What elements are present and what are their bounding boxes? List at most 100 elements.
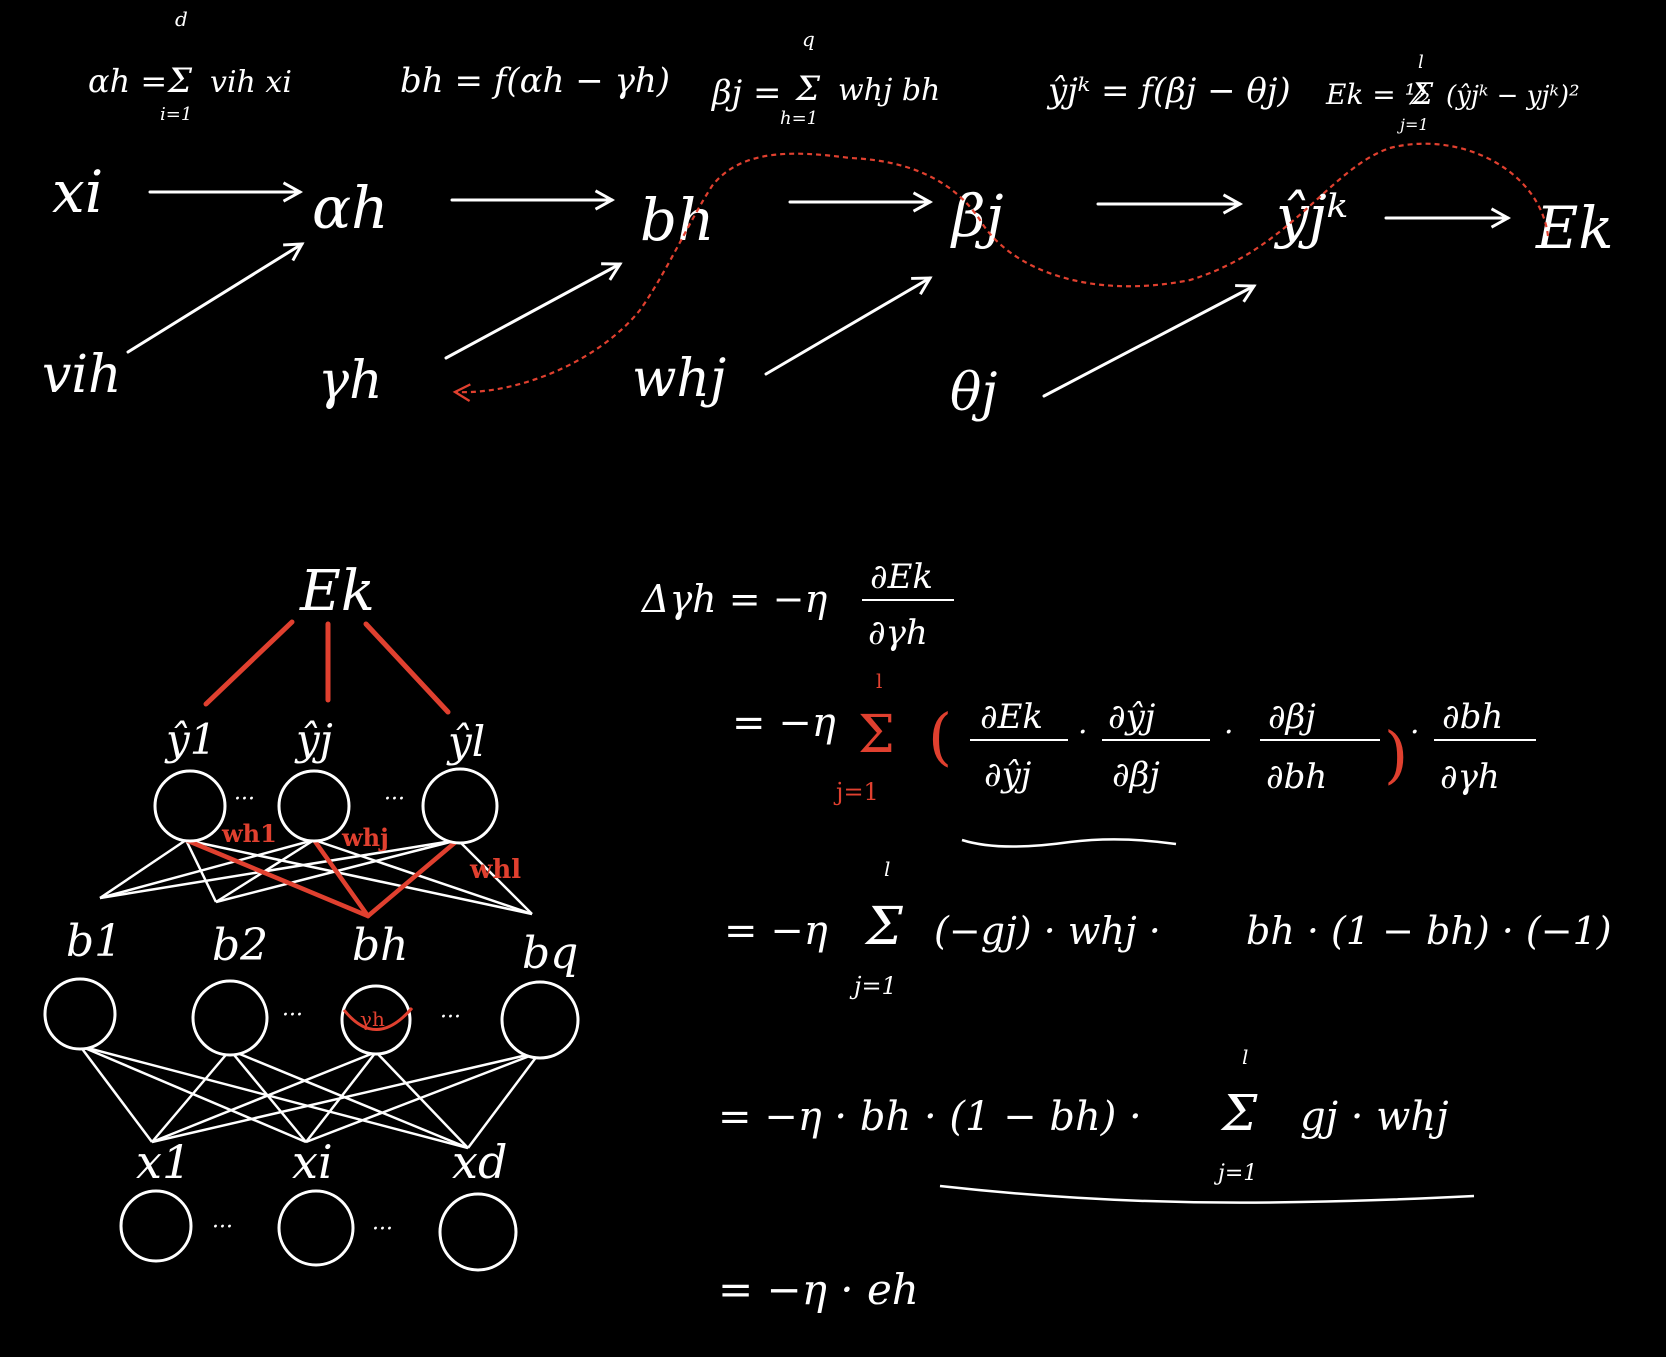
svg-text:∂ŷj: ∂ŷj (984, 755, 1032, 795)
derivation-line-3: = −η l Σ j=1 (−gj) · whj · bh · (1 − bh)… (724, 857, 1612, 1000)
formula-error: Ek = ½ l Σ j=1 (ŷjᵏ − yjᵏ)² (1325, 52, 1580, 134)
svg-text:l: l (884, 857, 890, 881)
svg-text:∂γh: ∂γh (1440, 757, 1500, 797)
svg-text:bh · (1 − bh) · (−1): bh · (1 − bh) · (−1) (1246, 909, 1612, 953)
svg-text:Δγh = −η: Δγh = −η (640, 577, 827, 621)
arrow-v-alpha (126, 242, 305, 354)
weight-label-j: whj (341, 823, 389, 852)
svg-text:= −η · bh · (1 − bh) ·: = −η · bh · (1 − bh) · (718, 1094, 1142, 1140)
hidden-label-1: b1 (66, 916, 122, 967)
input-label-d: xd (452, 1135, 507, 1189)
formula-alpha: αh = d Σ i=1 vih xi (88, 7, 292, 125)
node-b: bh (640, 186, 714, 254)
derivation-line-5: = −η · eh (718, 1265, 919, 1314)
input-dots-2: ··· (372, 1217, 393, 1242)
weight-label-1: wh1 (221, 819, 277, 848)
svg-text:Σ: Σ (166, 61, 193, 101)
svg-text:l: l (1418, 52, 1424, 73)
svg-text:j=1: j=1 (849, 972, 897, 1000)
svg-text:j=1: j=1 (833, 778, 879, 806)
net-error-label: Ek (299, 559, 375, 624)
svg-text:d: d (175, 7, 188, 31)
chain-diagram: xi αh bh βj ŷjᵏ Ek vih γh whj θj (42, 142, 1613, 423)
svg-text:∂βj: ∂βj (1268, 697, 1316, 737)
hidden-label-2: b2 (212, 920, 268, 971)
svg-text:vih xi: vih xi (210, 65, 292, 100)
hidden-node-q (500, 980, 580, 1060)
output-label-j: ŷj (294, 715, 333, 764)
error-link-1 (203, 619, 295, 707)
svg-text:(: ( (928, 700, 952, 773)
svg-text:·: · (1410, 715, 1420, 750)
node-v: vih (42, 345, 122, 405)
svg-text:Σ: Σ (1411, 77, 1434, 112)
weight-edge-j (311, 837, 371, 919)
derivation-line-2: = −η l Σ j=1 ( ∂Ek ∂ŷj · ∂ŷj ∂βj · ∂βj ∂… (732, 669, 1536, 848)
svg-text:l: l (876, 669, 882, 693)
node-theta: θj (950, 363, 997, 423)
svg-text:Σ: Σ (858, 705, 895, 765)
svg-text:αh =: αh = (88, 62, 167, 100)
input-dots-1: ··· (212, 1215, 233, 1240)
svg-text:∂Ek: ∂Ek (870, 557, 933, 597)
svg-text:·: · (1078, 715, 1088, 750)
svg-text:i=1: i=1 (160, 104, 192, 125)
backprop-path (452, 142, 1550, 403)
hidden-node-2 (191, 979, 269, 1057)
formula-beta: βj = q Σ h=1 whj bh (710, 27, 940, 129)
derivation-line-4: = −η · bh · (1 − bh) · l Σ j=1 gj · whj (718, 1045, 1475, 1204)
output-dots-1: ··· (234, 787, 255, 812)
svg-text:∂Ek: ∂Ek (980, 697, 1043, 737)
weight-edge-1 (183, 837, 371, 919)
underline-e (939, 1184, 1475, 1204)
svg-text:(ŷjᵏ − yjᵏ)²: (ŷjᵏ − yjᵏ)² (1446, 81, 1580, 111)
svg-text:∂βj: ∂βj (1112, 755, 1160, 795)
hidden-gamma-label: γh (360, 1007, 385, 1031)
svg-text:Ek = ½: Ek = ½ (1325, 78, 1432, 111)
hidden-dots-2: ··· (440, 1005, 461, 1030)
output-label-l: ŷl (446, 717, 485, 766)
node-x: xi (52, 158, 103, 226)
svg-text:(−gj) · whj ·: (−gj) · whj · (934, 909, 1161, 953)
node-w: whj (632, 349, 726, 409)
node-error: Ek (1535, 194, 1613, 262)
input-node-d (438, 1192, 518, 1272)
svg-text:q: q (802, 27, 815, 51)
svg-text:Σ: Σ (864, 897, 903, 957)
svg-text:l: l (1242, 1045, 1248, 1069)
weight-edge-l (365, 837, 461, 919)
hidden-node-h (340, 984, 412, 1056)
output-label-1: ŷ1 (164, 715, 216, 764)
hidden-dots-1: ··· (282, 1003, 303, 1028)
weight-label-l: whl (469, 855, 521, 885)
hidden-label-h: bh (352, 920, 409, 971)
svg-text:∂ŷj: ∂ŷj (1108, 697, 1156, 737)
node-yhat: ŷjᵏ (1273, 182, 1348, 250)
hidden-node-1 (43, 977, 117, 1051)
svg-text:βj =: βj = (710, 73, 782, 113)
output-node-j (277, 769, 351, 843)
arrow-gamma-b (444, 262, 623, 360)
svg-text:·: · (1224, 715, 1234, 750)
underline-g (961, 838, 1177, 848)
network-diagram: Ek ŷ1 ŷj ŷl ··· ··· wh1 whj (43, 559, 580, 1272)
formula-b: bh = f(αh − γh) (400, 61, 670, 101)
svg-text:Σ: Σ (1220, 1084, 1258, 1142)
derivation: Δγh = −η ∂Ek ∂γh = −η l Σ j=1 ( ∂Ek ∂ŷj … (640, 557, 1612, 1314)
node-alpha: αh (312, 174, 389, 242)
svg-text:gj · whj: gj · whj (1300, 1094, 1449, 1140)
svg-text:j=1: j=1 (1397, 115, 1429, 134)
svg-text:∂γh: ∂γh (868, 613, 928, 653)
svg-text:h=1: h=1 (780, 108, 818, 129)
derivation-line-1: Δγh = −η ∂Ek ∂γh (640, 557, 954, 653)
arrow-w-beta (764, 276, 933, 376)
output-dots-2: ··· (384, 787, 405, 812)
svg-text:∂bh: ∂bh (1266, 757, 1327, 797)
svg-text:= −η: = −η (724, 908, 828, 954)
svg-text:): ) (1384, 718, 1408, 791)
output-node-1 (153, 769, 227, 843)
gamma-threshold-arc (342, 1007, 414, 1031)
hidden-label-q: bq (522, 928, 578, 979)
formula-yhat: ŷjᵏ = f(βj − θj) (1046, 71, 1291, 111)
